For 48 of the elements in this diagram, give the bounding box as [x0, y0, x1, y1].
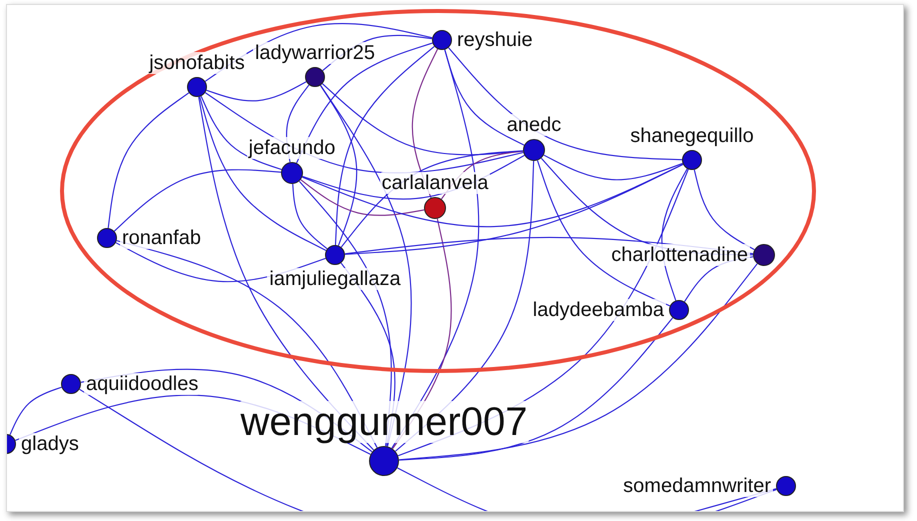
- network-edge: [9, 386, 62, 436]
- network-node: [61, 374, 81, 394]
- network-node: [432, 30, 452, 50]
- username-label: wenggunner007: [238, 401, 530, 443]
- network-node: [305, 67, 325, 87]
- username-label: ronanfab: [120, 227, 203, 249]
- network-node: [424, 197, 446, 219]
- username-label: aquiidoodles: [84, 373, 200, 395]
- network-node: [97, 228, 117, 248]
- network-node: [669, 300, 689, 320]
- network-node: [682, 150, 702, 170]
- network-edge: [200, 96, 282, 170]
- username-label: charlottenadine: [609, 244, 750, 266]
- network-edge: [334, 46, 435, 246]
- network-edge: [344, 164, 684, 255]
- username-label: gladys: [19, 433, 81, 455]
- network-edge: [199, 96, 327, 252]
- network-node: [325, 245, 345, 265]
- username-label: jsonofabits: [147, 52, 247, 74]
- network-node: [187, 77, 207, 97]
- network-edge: [536, 160, 670, 306]
- network-edge: [398, 263, 758, 460]
- username-label: shanegequillo: [628, 125, 756, 147]
- username-label: jefacundo: [246, 137, 338, 159]
- username-label: somedamnwriter: [621, 475, 773, 497]
- network-edge: [396, 467, 778, 511]
- network-edge: [114, 169, 282, 232]
- network-edge: [320, 84, 358, 246]
- network-edge: [694, 169, 755, 250]
- network-edge: [206, 81, 307, 102]
- username-label: ladywarrior25: [252, 42, 378, 64]
- network-edge: [398, 317, 674, 461]
- network-edge: [292, 183, 328, 250]
- network-node: [281, 162, 303, 184]
- network-node: [369, 446, 399, 476]
- network-edge: [543, 154, 684, 180]
- network-node: [776, 476, 796, 496]
- network-edge: [78, 388, 777, 511]
- username-label: iamjuliegallaza: [267, 268, 403, 290]
- network-node: [753, 244, 775, 266]
- network-edge: [296, 42, 434, 164]
- network-node: [523, 139, 545, 161]
- username-label: anedc: [504, 114, 564, 136]
- username-label: carlalanvela: [380, 172, 490, 194]
- network-edge: [108, 92, 190, 229]
- network-edge: [300, 179, 425, 216]
- network-edge: [444, 49, 525, 146]
- username-label: reyshuie: [455, 29, 535, 51]
